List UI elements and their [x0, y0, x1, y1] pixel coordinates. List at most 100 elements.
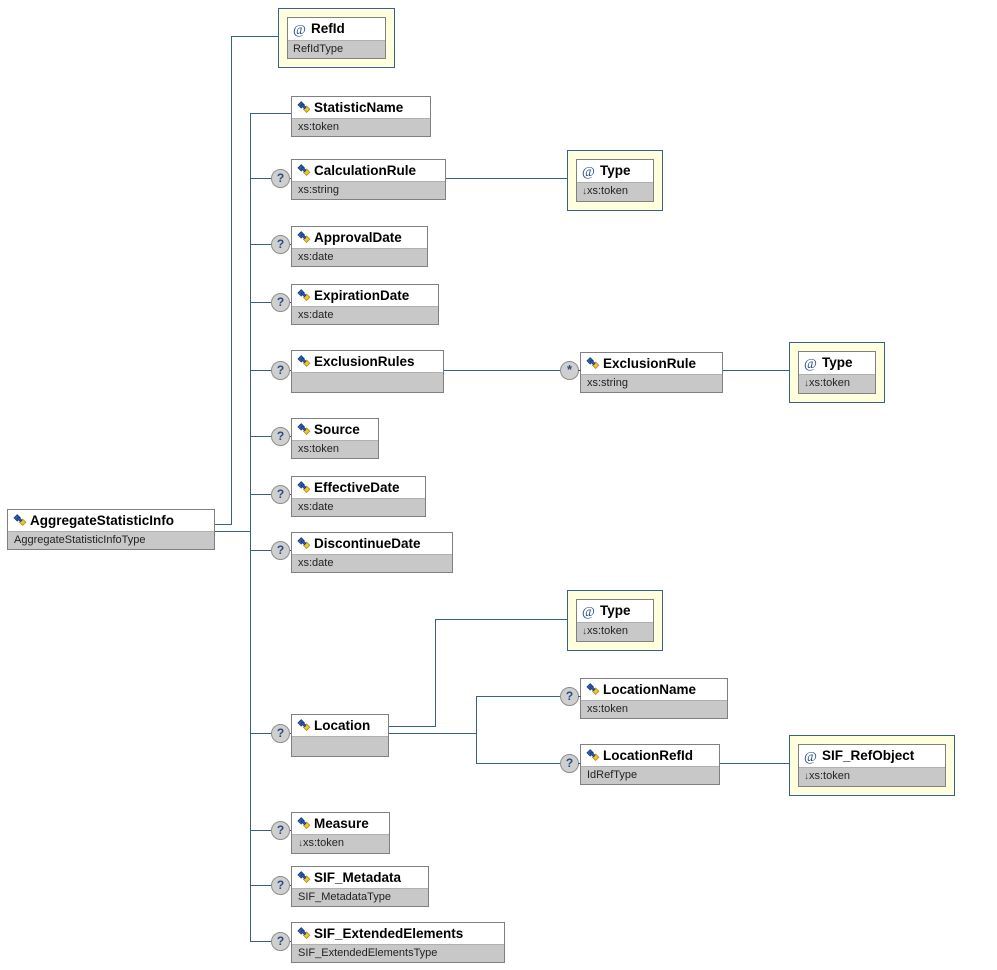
node-name-label: ExclusionRules	[292, 351, 443, 372]
badge-stub-line	[290, 885, 291, 886]
node-type-text: xs:date	[298, 251, 334, 263]
attribute-inner-box: @Type↓xs:token	[576, 159, 654, 202]
down-arrow-icon: ↓	[298, 838, 303, 849]
node-name-label: Measure	[292, 813, 389, 834]
branch-line	[250, 244, 271, 245]
schema-node-measure[interactable]: Measure ↓xs:token	[291, 812, 390, 854]
branch-line	[250, 941, 271, 942]
node-type-text: SIF_MetadataType	[298, 891, 391, 903]
attribute-trunk-line	[231, 36, 232, 525]
element-icon	[297, 481, 311, 494]
badge-stub-line-3	[578, 763, 581, 764]
at-icon: @	[582, 605, 595, 620]
node-name-text: Location	[314, 718, 371, 733]
attribute-type-label: ↓xs:token	[577, 622, 653, 641]
node-name-text: EffectiveDate	[314, 480, 400, 495]
location-child-branch	[476, 763, 560, 764]
occurrence-badge-locationname: ?	[560, 687, 579, 706]
down-arrow-icon: ↓	[804, 378, 809, 389]
node-name-label: Source	[292, 419, 378, 440]
schema-node-statisticname[interactable]: StatisticName xs:token	[291, 96, 431, 137]
attribute-name-text: Type	[600, 603, 631, 618]
occurrence-badge-location: ?	[271, 724, 290, 743]
node-type-label: xs:string	[581, 374, 722, 392]
occurrence-badge-sif_extendedelements: ?	[271, 932, 290, 951]
down-arrow-icon: ↓	[582, 626, 587, 637]
badge-stub-line	[290, 941, 291, 942]
node-name-text: LocationName	[603, 682, 697, 697]
schema-node-location[interactable]: Location	[291, 714, 389, 757]
node-type-text: xs:token	[298, 443, 339, 455]
attribute-name-text: RefId	[311, 21, 345, 36]
occurrence-badge-measure: ?	[271, 821, 290, 840]
branch-line	[250, 370, 271, 371]
at-icon: @	[804, 750, 817, 765]
down-arrow-icon: ↓	[804, 771, 809, 782]
badge-stub-line-3	[578, 696, 581, 697]
location-child-branch	[476, 696, 560, 697]
schema-attribute-type[interactable]: @Type↓xs:token	[567, 150, 663, 211]
attribute-name-label: @ SIF_RefObject	[799, 745, 945, 767]
node-type-text: xs:token	[587, 703, 628, 715]
node-type-text: xs:string	[298, 184, 339, 196]
badge-stub-line	[290, 178, 291, 179]
root-attr-stub-line	[215, 524, 232, 525]
attribute-inner-box: @ Type ↓xs:token	[576, 599, 654, 642]
node-name-text: Measure	[314, 816, 369, 831]
node-name-text: Source	[314, 422, 360, 437]
occurrence-badge-exclusionrule: *	[560, 361, 579, 380]
attribute-inner-box: @Type↓xs:token	[798, 351, 876, 394]
node-type-text: xs:token	[303, 837, 344, 849]
schema-node-source[interactable]: Source xs:token	[291, 418, 379, 459]
occurrence-badge-approvaldate: ?	[271, 235, 290, 254]
badge-stub-line-2	[578, 370, 581, 371]
node-type-text: xs:token	[298, 121, 339, 133]
attribute-type-text: xs:token	[809, 770, 850, 782]
node-type-label	[292, 736, 388, 756]
node-name-text: CalculationRule	[314, 163, 417, 178]
schema-node-locationname[interactable]: LocationName xs:token	[580, 678, 728, 719]
schema-node-calculationrule[interactable]: CalculationRule xs:string	[291, 159, 446, 200]
node-name-label: ExclusionRule	[581, 353, 722, 374]
node-name-label: DiscontinueDate	[292, 533, 452, 554]
node-name-text: ApprovalDate	[314, 230, 402, 245]
schema-node-exclusionrules[interactable]: ExclusionRules	[291, 350, 444, 393]
node-type-label: xs:date	[292, 306, 438, 324]
occurrence-badge-exclusionrules: ?	[271, 361, 290, 380]
attribute-name-text: SIF_RefObject	[822, 748, 915, 763]
element-icon	[297, 289, 311, 302]
node-type-text: IdRefType	[587, 769, 638, 781]
schema-attribute-type[interactable]: @ Type ↓xs:token	[567, 590, 663, 651]
exclusionrule-type-line	[723, 370, 789, 371]
occurrence-badge-expirationdate: ?	[271, 293, 290, 312]
node-name-label: ApprovalDate	[292, 227, 427, 248]
element-icon	[297, 164, 311, 177]
schema-node-approvaldate[interactable]: ApprovalDate xs:date	[291, 226, 428, 267]
attribute-name-label: @RefId	[288, 18, 385, 40]
location-attr-trunk	[435, 619, 436, 727]
node-name-label: ExpirationDate	[292, 285, 438, 306]
attribute-name-text: Type	[600, 163, 631, 178]
node-name-text: SIF_ExtendedElements	[314, 926, 464, 941]
node-type-label: xs:token	[581, 700, 727, 718]
branch-line	[250, 302, 271, 303]
node-name-text: StatisticName	[314, 100, 404, 115]
location-elem-trunk	[476, 696, 477, 764]
schema-attribute-type[interactable]: @Type↓xs:token	[789, 342, 885, 403]
branch-line	[250, 733, 271, 734]
locationrefid-sifrefobject-line	[720, 763, 789, 764]
element-trunk-line	[250, 113, 251, 942]
attribute-name-text: Type	[822, 355, 853, 370]
schema-attribute-sif_refobject[interactable]: @ SIF_RefObject ↓xs:token	[789, 735, 955, 796]
branch-line	[250, 178, 271, 179]
node-type-text: SIF_ExtendedElementsType	[298, 947, 438, 959]
